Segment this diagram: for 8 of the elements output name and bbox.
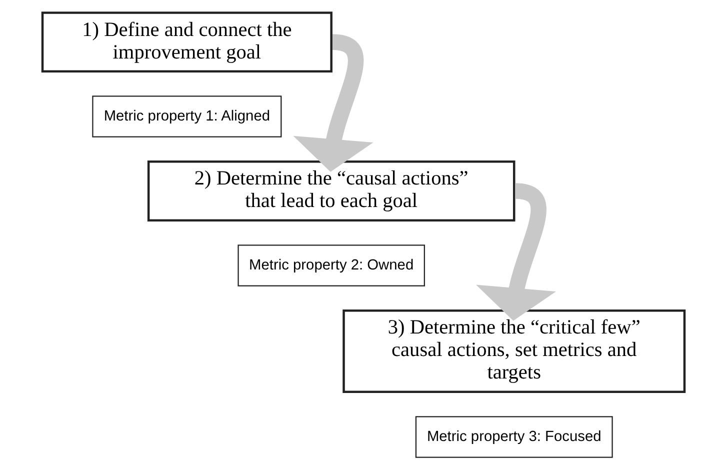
arrow: [476, 183, 556, 321]
node-box: 3) Determine the “critical few” causal actions, set metrics and targets: [342, 309, 686, 393]
node-box: Metric property 1: Aligned: [92, 96, 282, 138]
node-box: Metric property 3: Focused: [414, 416, 612, 458]
node-box: 1) Define and connect the improvement goal: [40, 12, 332, 73]
arrow: [292, 34, 373, 172]
node-box: Metric property 2: Owned: [237, 244, 424, 286]
node-box: 2) Determine the “causal actions” that lead to each goal: [146, 160, 515, 222]
